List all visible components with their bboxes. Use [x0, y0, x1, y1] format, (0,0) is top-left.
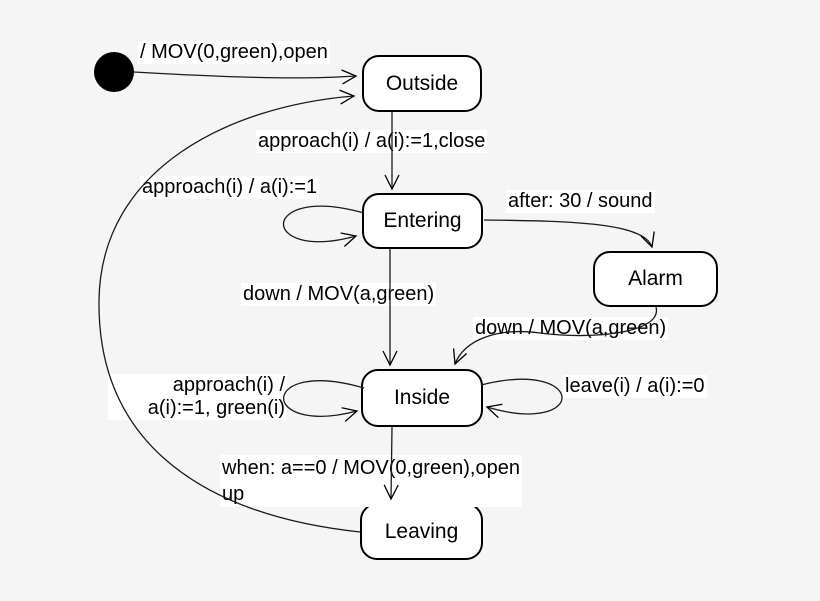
label-entering-to-alarm: after: 30 / sound	[506, 190, 655, 213]
label-inside-to-leaving: when: a==0 / MOV(0,green),open up	[220, 455, 522, 507]
edge-entering-to-alarm	[483, 219, 655, 249]
label-inside-self-left-line1: approach(i) /	[172, 374, 285, 396]
label-inside-to-leaving-line1: when: a==0 / MOV(0,green),open	[222, 457, 520, 479]
edge-inside-self-loop-right	[480, 378, 563, 419]
state-alarm-label: Alarm	[628, 267, 683, 290]
label-inside-self-right: leave(i) / a(i):=0	[563, 375, 707, 398]
state-inside: Inside	[361, 369, 483, 427]
state-entering: Entering	[362, 193, 483, 249]
state-entering-label: Entering	[383, 209, 462, 232]
initial-state-dot	[94, 52, 134, 92]
edge-entering-self-loop	[282, 205, 365, 247]
state-leaving: Leaving	[360, 503, 483, 560]
label-entering-self: approach(i) / a(i):=1	[140, 176, 320, 199]
label-entering-to-inside: down / MOV(a,green)	[241, 283, 437, 306]
label-inside-to-leaving-line2: up	[222, 483, 245, 505]
edge-inside-self-loop-left	[282, 380, 365, 422]
state-inside-label: Inside	[393, 386, 451, 409]
label-init-to-outside: / MOV(0,green),open	[138, 41, 330, 64]
label-outside-to-entering: approach(i) / a(i):=1,close	[256, 130, 488, 153]
state-outside: Outside	[362, 55, 482, 112]
state-outside-label: Outside	[385, 71, 459, 95]
state-leaving-label: Leaving	[384, 519, 459, 543]
label-inside-self-left: approach(i) / a(i):=1, green(i)	[108, 374, 287, 420]
label-inside-self-left-line2: a(i):=1, green(i)	[147, 397, 285, 419]
label-alarm-to-inside: down / MOV(a,green)	[473, 317, 669, 340]
state-alarm: Alarm	[593, 251, 718, 307]
edge-init-to-outside	[133, 69, 358, 85]
